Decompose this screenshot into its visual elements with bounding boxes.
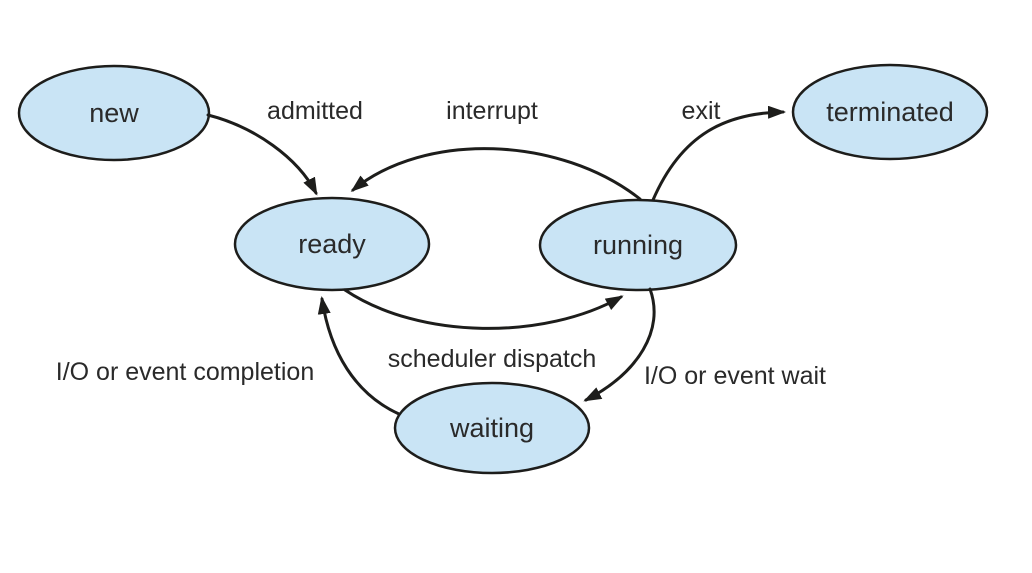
state-new-ellipse [17, 64, 211, 162]
transition-io-wait-arrow [583, 287, 656, 402]
state-ready-label: ready [298, 229, 366, 259]
state-waiting-ellipse [393, 381, 591, 475]
state-ready: ready [233, 196, 431, 292]
transition-io-wait-label: I/O or event wait [644, 362, 826, 390]
transition-io-wait: I/O or event wait [583, 287, 826, 402]
state-running-ellipse [538, 198, 738, 292]
transition-scheduler-dispatch-label: scheduler dispatch [388, 345, 596, 373]
state-terminated-ellipse [791, 63, 989, 161]
transition-admitted-label: admitted [267, 97, 363, 125]
state-waiting-label: waiting [449, 413, 534, 443]
transition-interrupt-arrow [350, 147, 642, 201]
transition-io-completion: I/O or event completion [56, 296, 401, 416]
state-new: new [17, 64, 211, 162]
state-running-label: running [593, 230, 683, 260]
transition-io-completion-arrow [317, 296, 401, 416]
state-terminated: terminated [791, 63, 989, 161]
state-running: running [538, 198, 738, 292]
transition-scheduler-dispatch-arrow [343, 288, 624, 330]
transition-exit-arrow [651, 105, 786, 202]
transition-interrupt-label: interrupt [446, 97, 538, 125]
state-ready-ellipse [233, 196, 431, 292]
state-waiting: waiting [393, 381, 591, 475]
transition-admitted: admitted [206, 97, 363, 196]
transition-exit-label: exit [682, 97, 721, 125]
transition-io-completion-label: I/O or event completion [56, 358, 314, 386]
transition-exit: exit [651, 97, 786, 202]
transition-interrupt: interrupt [350, 97, 642, 201]
transition-scheduler-dispatch: scheduler dispatch [343, 288, 624, 373]
transition-admitted-arrow [206, 113, 318, 196]
state-new-label: new [89, 98, 139, 128]
state-terminated-label: terminated [826, 97, 954, 127]
